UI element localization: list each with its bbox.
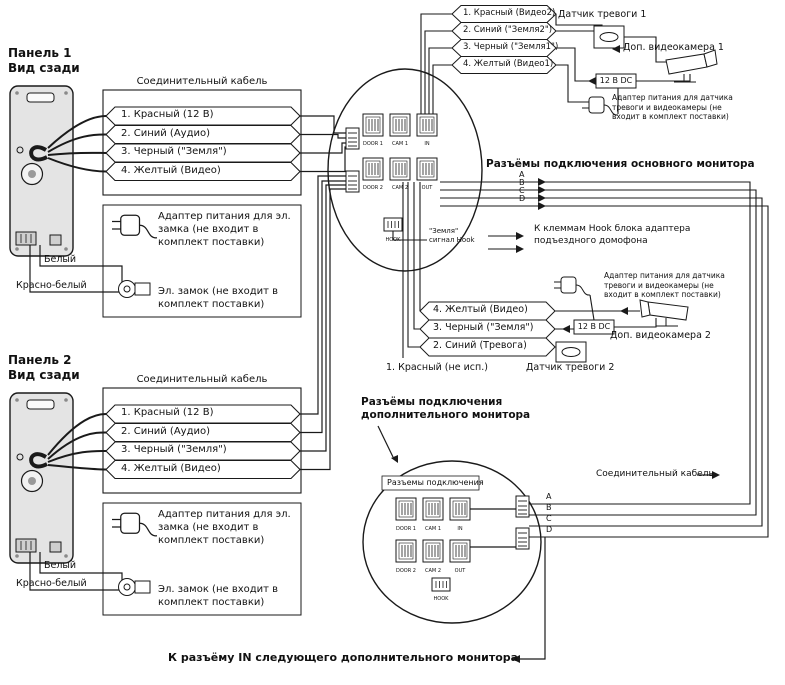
panel1-white-wire-label: Белый bbox=[44, 254, 77, 265]
connector-label-out: OUT bbox=[455, 568, 467, 574]
bottom-note: К разъёму IN следующего дополнительного … bbox=[168, 651, 519, 664]
alarm-sensor1-label: Датчик тревоги 1 bbox=[558, 9, 647, 20]
inner-connectors-title: Разъемы подключения bbox=[387, 478, 484, 487]
additional-monitor-connectors: DOOR 1 CAM 1 IN DOOR 2 CAM 2 OUT HOOK bbox=[395, 495, 530, 602]
arrows bbox=[391, 45, 720, 663]
cable1-wire-3: 3. Черный ("Земля") bbox=[121, 146, 227, 157]
alarm-sensor2-icon bbox=[555, 341, 587, 363]
adapter-note-right: Адаптер питания для датчика тревоги и ви… bbox=[604, 271, 725, 300]
panel1-redwhite-wire-label: Красно-белый bbox=[16, 280, 87, 291]
panel2-subtitle: Вид сзади bbox=[8, 368, 80, 382]
cable2-wire-3: 3. Черный ("Земля") bbox=[121, 444, 227, 455]
right-wire-4: 1. Красный (не исп.) bbox=[386, 362, 488, 373]
adapter2-note: Адаптер питания для эл. замка (не входит… bbox=[158, 509, 291, 546]
main-monitor-title: Разъёмы подключения основного монитора bbox=[486, 158, 755, 170]
alarm-sensor1-icon bbox=[593, 25, 625, 49]
main-monitor-connectors: DOOR 1 CAM 1 IN DOOR 2 CAM 2 OUT HOOK bbox=[345, 113, 438, 243]
panel2-cables bbox=[29, 413, 123, 591]
wire-label-c-bottom: C bbox=[546, 514, 552, 523]
connector-label-cam2: CAM 2 bbox=[425, 568, 441, 574]
cable2-wire-2: 2. Синий (Аудио) bbox=[121, 426, 211, 437]
connector-label-door1: DOOR 1 bbox=[363, 141, 383, 147]
panel2-white-wire-label: Белый bbox=[44, 560, 77, 571]
cable-box2 bbox=[102, 387, 302, 494]
panel2-drawing bbox=[9, 392, 74, 564]
right-wire-2: 3. Черный ("Земля") bbox=[433, 322, 534, 333]
cable-label-right: Соединительный кабель bbox=[596, 469, 714, 479]
connector-label-in: IN bbox=[424, 141, 429, 147]
wire-label-a-top: A bbox=[519, 170, 525, 179]
right-wire-1: 4. Желтый (Видео) bbox=[433, 304, 528, 315]
connector-label-door2: DOOR 2 bbox=[363, 185, 383, 191]
hook-note: К клеммам Hook блока адаптера подъездног… bbox=[534, 224, 691, 246]
panel2-title: Панель 2 bbox=[8, 353, 72, 367]
wire-label-c-top: C bbox=[519, 186, 525, 195]
lock2-note: Эл. замок (не входит в комплект поставки… bbox=[158, 584, 279, 608]
cable-box1-title: Соединительный кабель bbox=[136, 76, 268, 87]
wire-label-b-bottom: B bbox=[546, 503, 552, 512]
wire-label-d-top: D bbox=[519, 194, 526, 203]
camera2-icon bbox=[639, 299, 689, 327]
cable2-wire-4: 4. Желтый (Видео) bbox=[121, 463, 221, 474]
panel1-cables bbox=[29, 115, 123, 293]
cable-box1 bbox=[102, 89, 302, 196]
wire-label-b-top: B bbox=[519, 178, 525, 187]
panel1-drawing bbox=[9, 85, 74, 257]
wires-hook bbox=[392, 231, 516, 250]
connector-label-hook: HOOK bbox=[386, 237, 402, 243]
cable-box2-title: Соединительный кабель bbox=[136, 374, 268, 385]
camera2-label: Доп. видеокамера 2 bbox=[610, 330, 711, 341]
connector-label-hook: HOOK bbox=[434, 596, 450, 602]
wire-label-a-bottom: A bbox=[546, 492, 552, 501]
connector-label-cam1: CAM 1 bbox=[425, 526, 441, 532]
top-wire-2: 2. Синий ("Земля2") bbox=[463, 25, 553, 35]
dc-power-box2 bbox=[573, 319, 615, 335]
adapter-note-top: Адаптер питания для датчика тревоги и ви… bbox=[612, 93, 733, 122]
right-wire-3: 2. Синий (Тревога) bbox=[433, 340, 527, 351]
wires-right-banners bbox=[402, 182, 657, 358]
panel2-redwhite-wire-label: Красно-белый bbox=[16, 578, 87, 589]
top-wire-1: 1. Красный (Видео2) bbox=[463, 8, 556, 18]
wires-box2-to-monitor bbox=[300, 175, 346, 471]
lock1-note: Эл. замок (не входит в комплект поставки… bbox=[158, 286, 279, 310]
additional-monitor-title: Разъёмы подключения дополнительного мони… bbox=[361, 396, 531, 422]
connector-label-door2: DOOR 2 bbox=[396, 568, 416, 574]
connector-label-door1: DOOR 1 bbox=[396, 526, 416, 532]
panel1-title: Панель 1 bbox=[8, 46, 72, 60]
cable1-wire-2: 2. Синий (Аудио) bbox=[121, 128, 211, 139]
wires-abcd bbox=[440, 181, 769, 538]
cable2-wire-1: 1. Красный (12 В) bbox=[121, 407, 214, 418]
connector-label-out: OUT bbox=[422, 185, 434, 191]
camera1-icon bbox=[665, 49, 718, 83]
alarm-sensor2-label: Датчик тревоги 2 bbox=[526, 362, 615, 373]
power-adapter-icon-right bbox=[553, 276, 591, 296]
cable1-wire-4: 4. Желтый (Видео) bbox=[121, 165, 221, 176]
panel1-subtitle: Вид сзади bbox=[8, 61, 80, 75]
top-wire-banners bbox=[451, 5, 557, 74]
dc-power-label1: 12 В DC bbox=[599, 76, 633, 85]
connector-label-in: IN bbox=[457, 526, 462, 532]
top-wire-4: 4. Желтый (Видео1) bbox=[463, 59, 554, 69]
camera1-label: Доп. видеокамера 1 bbox=[623, 42, 724, 53]
wire-label-d-bottom: D bbox=[546, 525, 553, 534]
wires-bottom bbox=[377, 425, 712, 660]
connector-label-cam2: CAM 2 bbox=[392, 185, 408, 191]
top-wire-3: 3. Черный ("Земля1") bbox=[463, 42, 559, 52]
hook-ground-label: "Земля" сигнал Hook bbox=[429, 227, 475, 244]
dc-power-label2: 12 В DC bbox=[577, 322, 611, 331]
connector-label-cam1: CAM 1 bbox=[392, 141, 408, 147]
cable1-wire-1: 1. Красный (12 В) bbox=[121, 109, 214, 120]
adapter1-note: Адаптер питания для эл. замка (не входит… bbox=[158, 211, 291, 248]
wires-top-banners bbox=[420, 13, 691, 114]
right-wire-banners bbox=[419, 301, 556, 357]
